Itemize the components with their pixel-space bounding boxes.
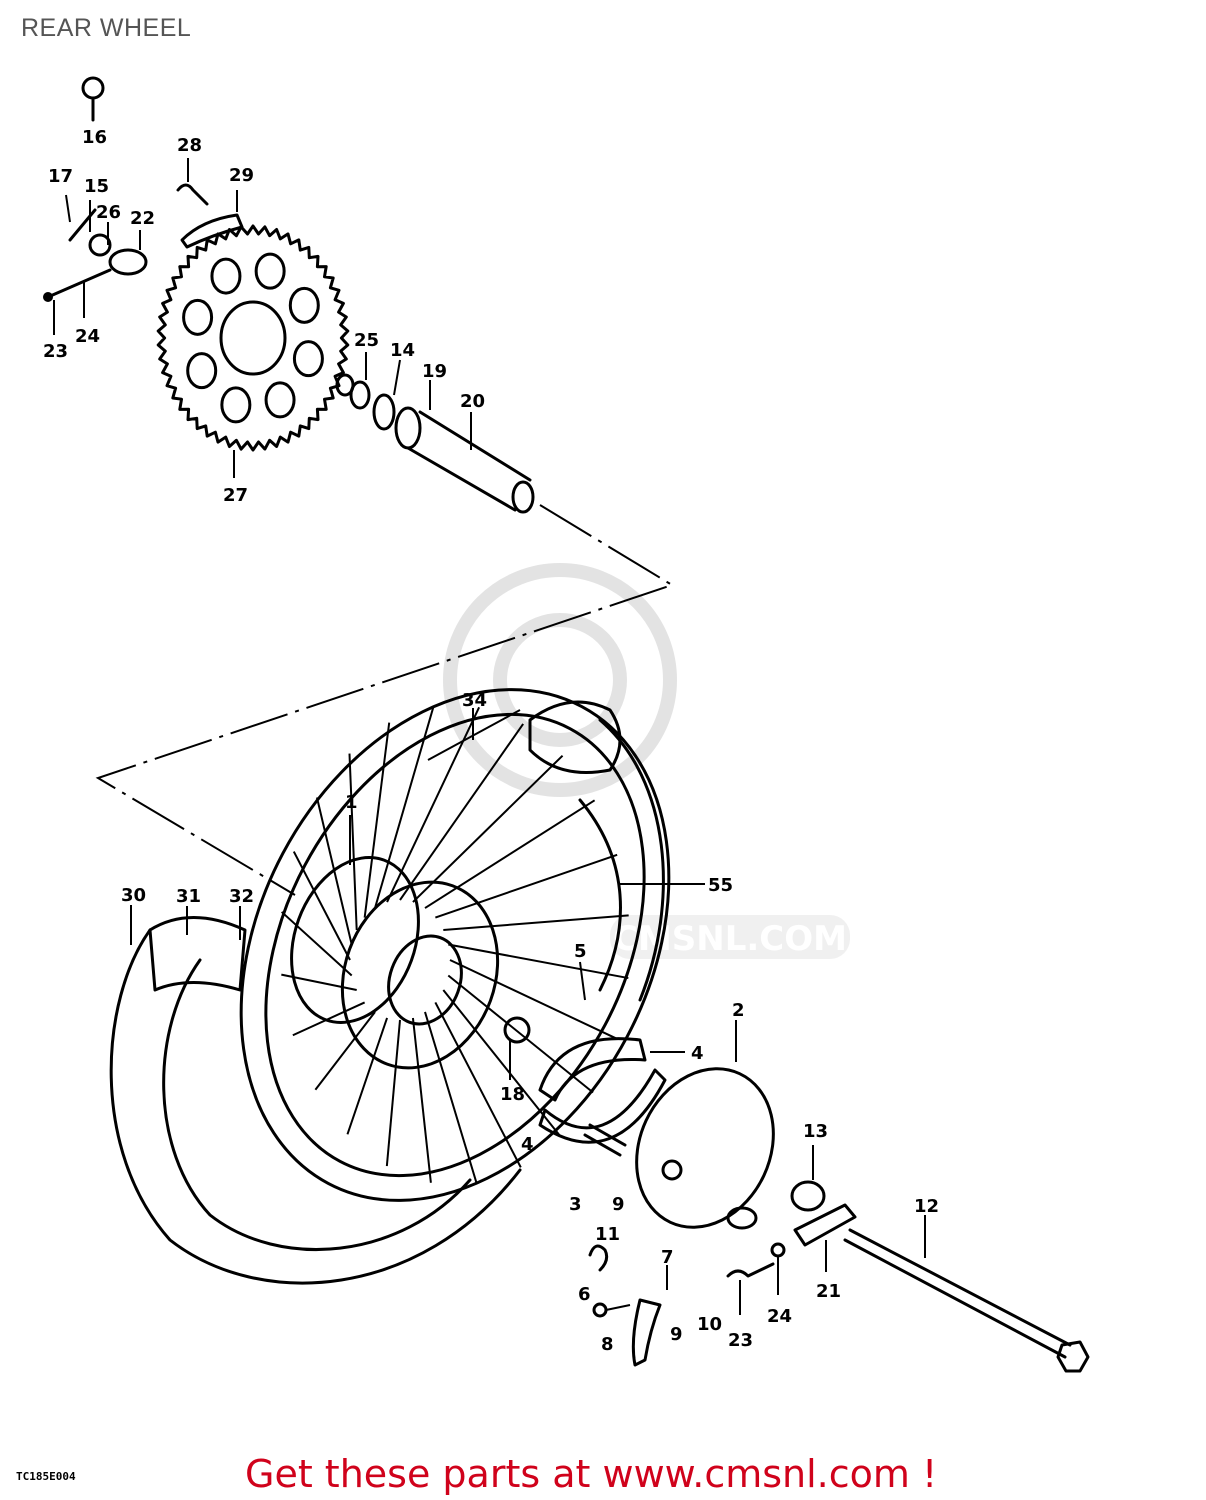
callout-29: 29: [229, 165, 254, 186]
sprocket-hole: [220, 386, 252, 424]
spoke: [348, 753, 358, 931]
spoke: [424, 1011, 478, 1184]
callout-13: 13: [803, 1121, 828, 1142]
rear-sprocket[interactable]: [156, 224, 350, 452]
tire[interactable]: [109, 718, 665, 1285]
callout-8: 8: [601, 1334, 614, 1355]
callout-25: 25: [354, 330, 379, 351]
callout-26: 26: [96, 202, 121, 223]
callout-16: 16: [82, 127, 107, 148]
callout-9b: 9: [670, 1324, 683, 1345]
chain-adjuster-parts[interactable]: [43, 76, 148, 335]
alignment-line: [95, 504, 675, 896]
callout-22: 22: [130, 208, 155, 229]
spoke: [292, 851, 351, 961]
spoke: [435, 853, 618, 919]
spoke: [399, 723, 524, 901]
callout-3: 3: [569, 1194, 582, 1215]
callout-1: 1: [345, 792, 358, 813]
rear-wheel-assembly[interactable]: [156, 615, 754, 1275]
callout-17: 17: [48, 166, 73, 187]
rear-axle[interactable]: [843, 1215, 1090, 1373]
spoke: [385, 1019, 401, 1167]
callout-20: 20: [460, 391, 485, 412]
leader-lines: [130, 708, 737, 1080]
sprocket-hole: [210, 257, 242, 295]
spoke: [363, 722, 391, 918]
sprocket-hole: [186, 352, 218, 390]
spoke: [315, 797, 353, 945]
callout-14: 14: [390, 340, 415, 361]
callout-10: 10: [697, 1314, 722, 1335]
watermark-text: CMSNL.COM: [613, 919, 847, 959]
axle-collar-and-adjuster[interactable]: [726, 1145, 857, 1315]
callout-55: 55: [708, 875, 733, 896]
spoke: [314, 1011, 376, 1091]
sprocket-bolt-and-lock[interactable]: [176, 158, 244, 249]
callout-30: 30: [121, 885, 146, 906]
spoke: [346, 1017, 389, 1135]
callout-28: 28: [177, 135, 202, 156]
callout-34: 34: [462, 690, 487, 711]
callout-2: 2: [732, 1000, 745, 1021]
brake-cam-lever[interactable]: [588, 1244, 668, 1367]
callout-9: 9: [612, 1194, 625, 1215]
callout-4b: 4: [521, 1134, 534, 1155]
spoke: [386, 706, 481, 903]
spoke: [449, 959, 617, 1040]
spoke: [292, 1001, 366, 1037]
callout-23b: 23: [728, 1330, 753, 1351]
spoke: [448, 943, 629, 980]
callout-15: 15: [84, 176, 109, 197]
spoke: [424, 799, 596, 909]
spoke: [411, 1017, 432, 1183]
callout-18: 18: [500, 1084, 525, 1105]
callout-6: 6: [578, 1284, 591, 1305]
callout-19: 19: [422, 361, 447, 382]
sprocket-hole: [292, 340, 324, 378]
axle-spacer-assembly[interactable]: [233, 352, 535, 514]
callout-4: 4: [691, 1043, 704, 1064]
sprocket-hole: [254, 252, 286, 290]
callout-5: 5: [574, 941, 587, 962]
callout-27: 27: [223, 485, 248, 506]
spoke: [442, 989, 562, 1138]
callout-31: 31: [176, 886, 201, 907]
callout-24b: 24: [767, 1306, 792, 1327]
callout-labels: 16 28 29 17 15 26 22 23 24 25 14 19 20 2…: [43, 127, 939, 1355]
callout-24: 24: [75, 326, 100, 347]
callout-23: 23: [43, 341, 68, 362]
callout-21: 21: [816, 1281, 841, 1302]
diagram-code: TC185E004: [16, 1470, 76, 1483]
spoke: [447, 974, 594, 1094]
sprocket-hole: [288, 286, 320, 324]
diagram-title: REAR WHEEL: [21, 14, 192, 42]
callout-32: 32: [229, 886, 254, 907]
brake-panel[interactable]: [611, 1046, 798, 1250]
spoke: [374, 706, 435, 909]
callout-11: 11: [595, 1224, 620, 1245]
spoke: [434, 1001, 522, 1168]
watermark-logo: CMSNL.COM: [443, 563, 850, 959]
brake-shoes[interactable]: [503, 1016, 667, 1157]
sprocket-hole: [182, 298, 214, 336]
spoke: [443, 914, 629, 931]
spoke: [412, 754, 564, 903]
spoke: [280, 911, 353, 977]
spoke: [281, 973, 357, 991]
footer-link[interactable]: Get these parts at www.cmsnl.com !: [245, 1452, 938, 1496]
callout-7: 7: [661, 1247, 674, 1268]
callout-12: 12: [914, 1196, 939, 1217]
sprocket-hole: [264, 381, 296, 419]
